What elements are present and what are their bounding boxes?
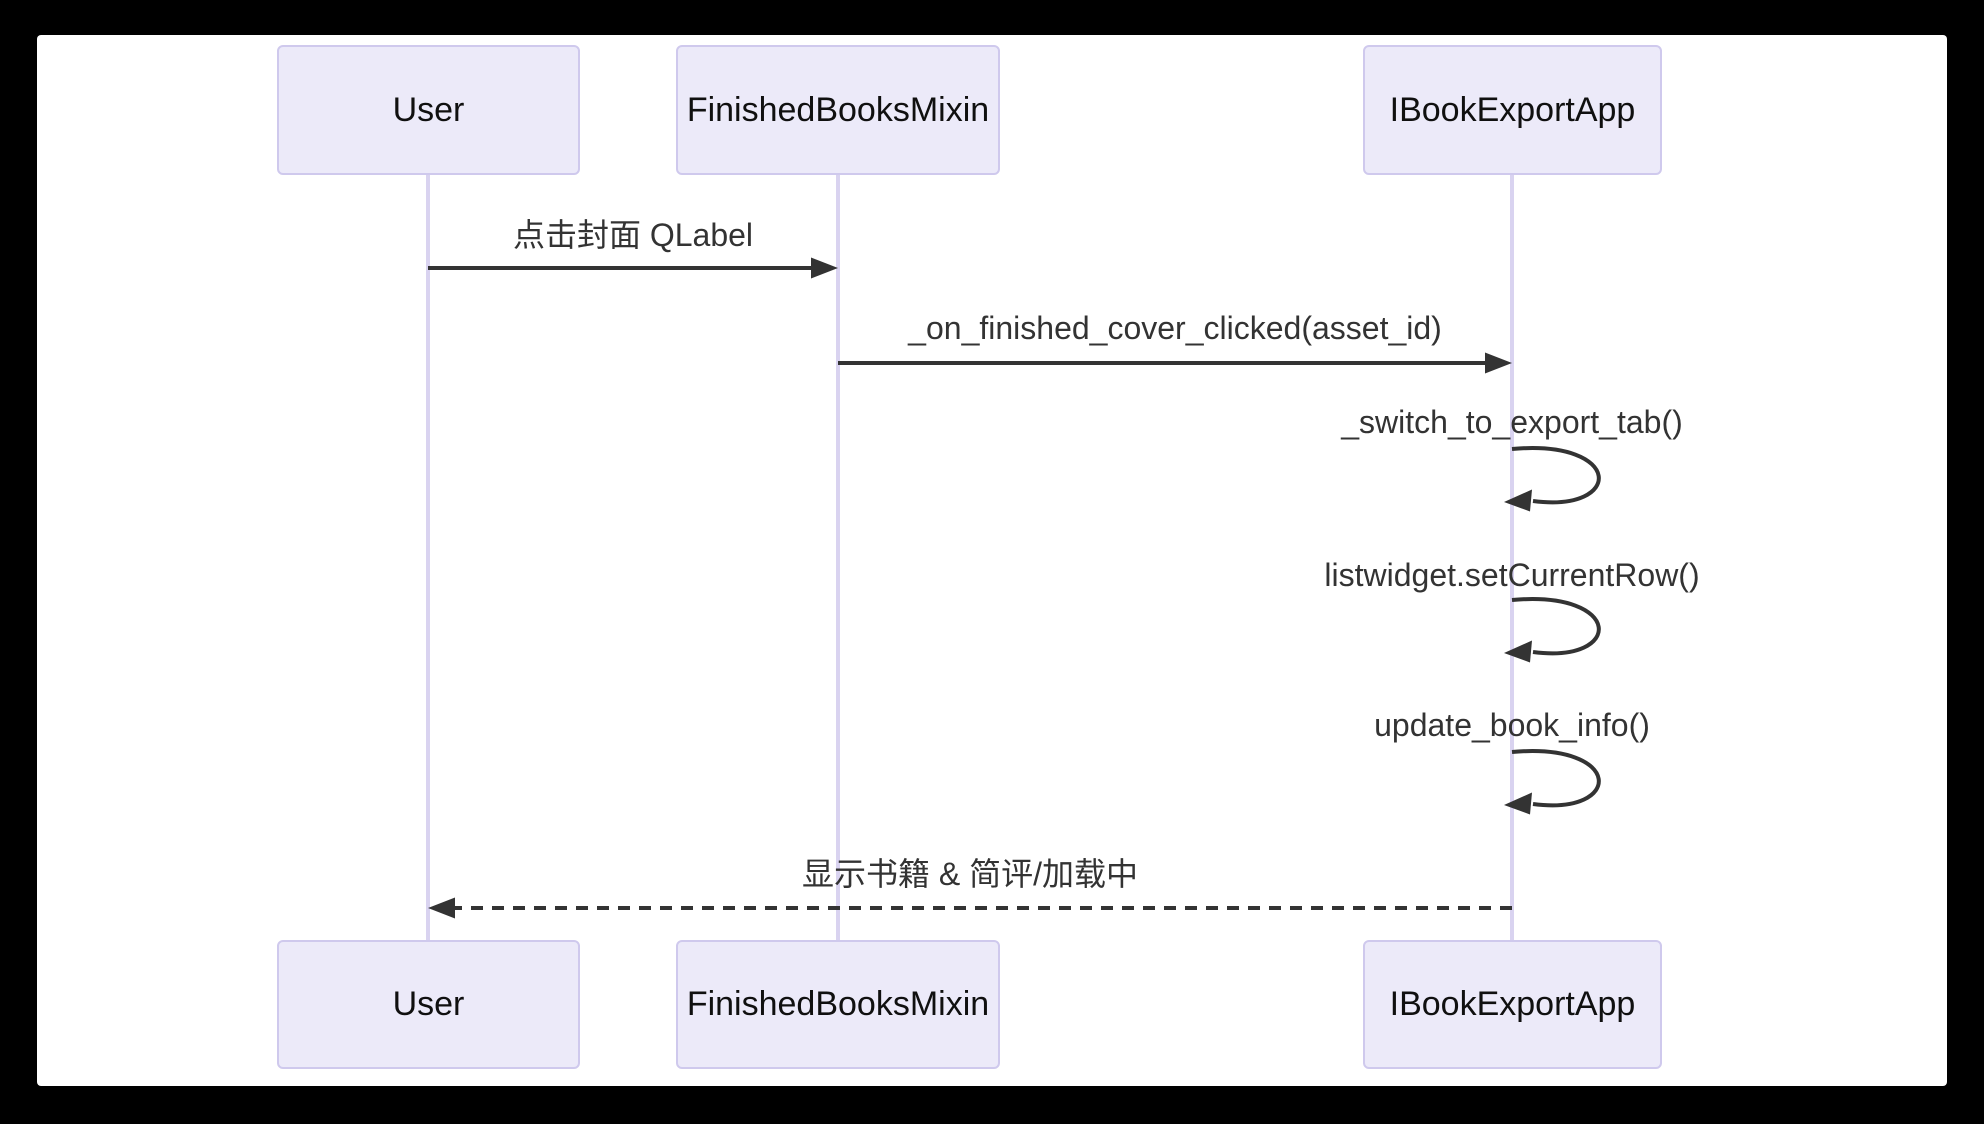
message-label-update-book-info: update_book_info() xyxy=(1374,707,1650,743)
message-arrow-2-head xyxy=(1485,352,1512,374)
self-loop-2-head xyxy=(1504,640,1532,663)
actor-label: IBookExportApp xyxy=(1389,90,1636,129)
message-label-click-cover: 点击封面 QLabel xyxy=(512,217,754,253)
sequence-diagram-lines xyxy=(426,175,1601,941)
self-loop-3-curve xyxy=(1511,749,1601,808)
self-loop-2-curve xyxy=(1511,597,1601,656)
actor-box-finished-books-mixin-bottom: FinishedBooksMixin xyxy=(676,940,1000,1069)
self-loop-3-head xyxy=(1504,792,1532,815)
actor-label: User xyxy=(392,90,465,129)
message-arrow-6-head xyxy=(428,897,455,919)
actor-box-ibook-export-app-bottom: IBookExportApp xyxy=(1363,940,1662,1069)
actor-box-user-top: User xyxy=(277,45,580,175)
message-label-show-book-loading: 显示书籍 & 简评/加载中 xyxy=(801,856,1139,892)
self-loop-1-curve xyxy=(1511,446,1601,505)
message-label-setcurrentrow: listwidget.setCurrentRow() xyxy=(1324,557,1700,593)
message-label-switch-to-export-tab: _switch_to_export_tab() xyxy=(1341,404,1683,440)
actor-label: FinishedBooksMixin xyxy=(686,90,990,129)
actor-box-user-bottom: User xyxy=(277,940,580,1069)
message-arrow-1-head xyxy=(811,257,838,279)
diagram-canvas: User FinishedBooksMixin IBookExportApp U… xyxy=(37,35,1947,1086)
actor-label: FinishedBooksMixin xyxy=(686,985,990,1023)
actor-box-ibook-export-app-top: IBookExportApp xyxy=(1363,45,1662,175)
actor-label: User xyxy=(392,985,465,1023)
self-loop-1-head xyxy=(1504,489,1532,512)
message-label-on-finished-cover-clicked: _on_finished_cover_clicked(asset_id) xyxy=(908,310,1442,346)
actor-box-finished-books-mixin-top: FinishedBooksMixin xyxy=(676,45,1000,175)
actor-label: IBookExportApp xyxy=(1389,985,1636,1023)
